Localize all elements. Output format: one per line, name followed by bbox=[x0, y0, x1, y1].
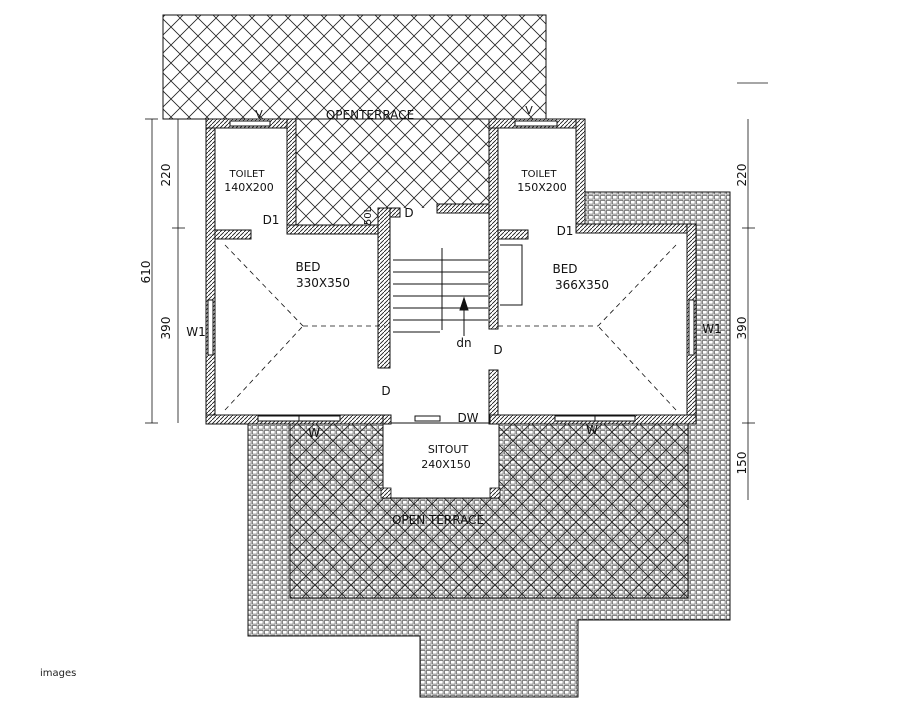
label-wall-note: 50L bbox=[363, 206, 374, 225]
top-terrace bbox=[162, 14, 547, 120]
label-window-w1-right: W1 bbox=[702, 322, 722, 336]
label-ventilator-left: V bbox=[255, 108, 263, 121]
label-window-left: W bbox=[308, 426, 320, 440]
label-window-right: W bbox=[586, 423, 598, 437]
watermark-text: images bbox=[40, 668, 77, 679]
label-ventilator-right: V bbox=[525, 104, 533, 117]
label-bed-right: BED bbox=[552, 262, 577, 276]
sitout-floor bbox=[382, 422, 500, 499]
dim-left-upper: 220 bbox=[159, 164, 173, 187]
label-d1-right: D1 bbox=[557, 224, 574, 238]
dim-right-upper: 220 bbox=[735, 164, 749, 187]
label-d1-left: D1 bbox=[263, 213, 280, 227]
label-bed-left: BED bbox=[295, 260, 320, 274]
label-open-terrace-top: OPENTERRACE bbox=[326, 108, 414, 122]
label-door-right-passage: D bbox=[493, 343, 502, 357]
label-door-left-passage: D bbox=[381, 384, 390, 398]
label-door-stair: D bbox=[404, 206, 413, 220]
label-window-w1-left: W1 bbox=[186, 325, 206, 339]
dim-left-total: 610 bbox=[139, 261, 153, 284]
label-sitout-size: 240X150 bbox=[421, 458, 471, 471]
label-dw: DW bbox=[457, 411, 478, 425]
dimension-lines bbox=[145, 82, 768, 500]
label-sitout: SITOUT bbox=[428, 443, 469, 456]
label-toilet-left: TOILET bbox=[229, 169, 266, 180]
label-toilet-left-size: 140X200 bbox=[224, 181, 274, 194]
label-stair-down: dn bbox=[456, 336, 471, 350]
dim-right-lower: 150 bbox=[735, 452, 749, 475]
label-bed-right-size: 366X350 bbox=[555, 278, 609, 292]
dim-left-lower: 390 bbox=[159, 317, 173, 340]
label-open-terrace-bottom: OPEN TERRACE bbox=[392, 513, 484, 527]
roof-lines bbox=[224, 244, 677, 411]
dim-right-mid: 390 bbox=[735, 317, 749, 340]
label-toilet-right-size: 150X200 bbox=[517, 181, 567, 194]
label-toilet-right: TOILET bbox=[521, 169, 558, 180]
staircase bbox=[393, 244, 523, 336]
label-bed-left-size: 330X350 bbox=[296, 276, 350, 290]
